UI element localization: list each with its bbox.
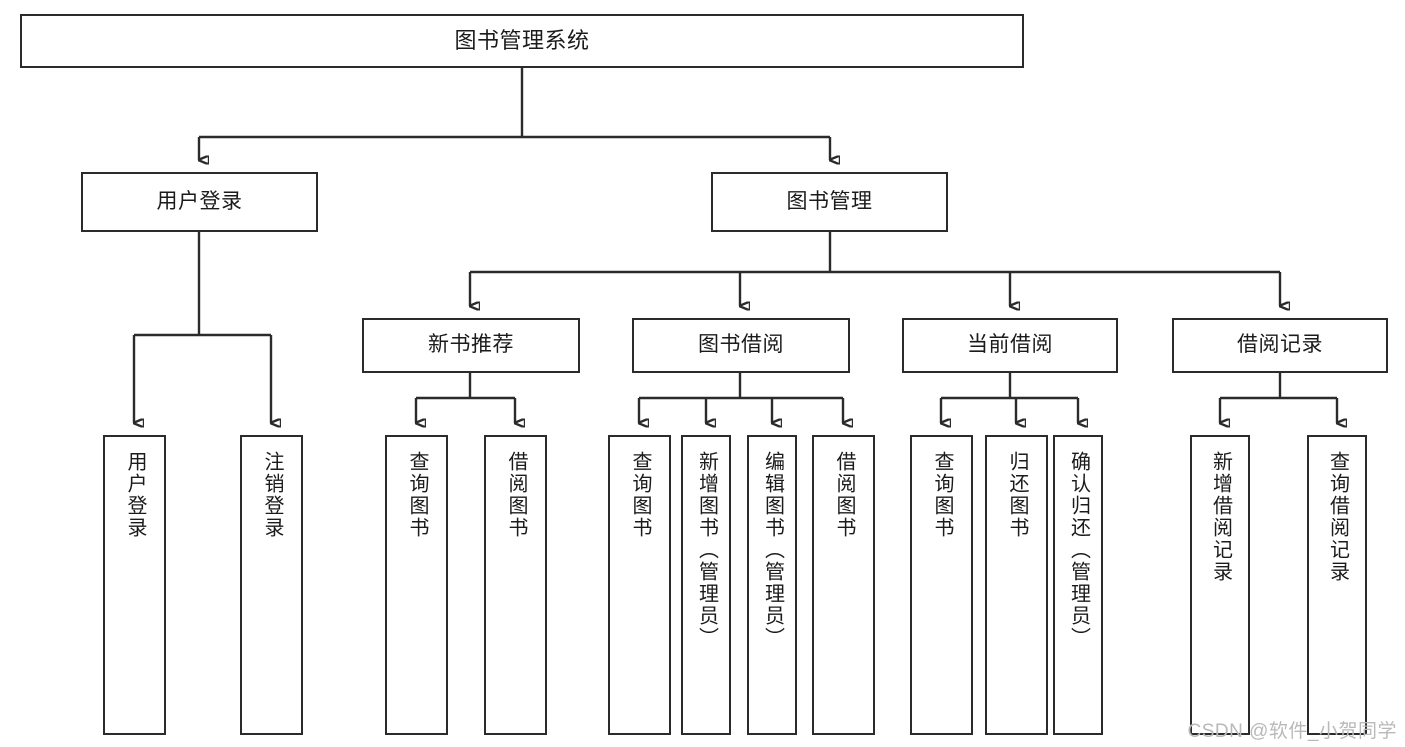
node-label: 编辑图书（管理员） xyxy=(761,451,784,649)
node-borrow-record[interactable]: 借阅记录 xyxy=(1172,318,1388,373)
node-label: 借阅图书 xyxy=(833,451,855,539)
node-label: 查询图书 xyxy=(931,451,953,539)
node-label: 图书管理 xyxy=(786,189,873,213)
leaf-query-book-rec[interactable]: 查询图书 xyxy=(385,435,448,735)
node-label: 归还图书 xyxy=(1006,451,1028,539)
leaf-borrow-book-rec[interactable]: 借阅图书 xyxy=(484,435,547,735)
node-label: 查询图书 xyxy=(629,451,651,539)
watermark: CSDN @软件_小贺同学 xyxy=(1187,721,1397,742)
node-label: 查询图书 xyxy=(406,451,428,539)
leaf-borrow-book[interactable]: 借阅图书 xyxy=(812,435,875,735)
node-label: 图书借阅 xyxy=(698,333,784,357)
leaf-confirm-return[interactable]: 确认归还（管理员） xyxy=(1053,435,1103,735)
node-label: 新书推荐 xyxy=(428,333,514,357)
node-book-borrow[interactable]: 图书借阅 xyxy=(632,318,850,373)
node-new-book-rec[interactable]: 新书推荐 xyxy=(362,318,580,373)
leaf-user-login[interactable]: 用户登录 xyxy=(103,435,166,735)
node-label: 借阅记录 xyxy=(1237,333,1323,357)
node-book-manage[interactable]: 图书管理 xyxy=(711,172,948,232)
node-label: 新增借阅记录 xyxy=(1209,451,1232,583)
node-label: 查询借阅记录 xyxy=(1326,451,1349,583)
leaf-add-book[interactable]: 新增图书（管理员） xyxy=(681,435,731,735)
node-label: 用户登录 xyxy=(156,189,243,213)
leaf-query-record[interactable]: 查询借阅记录 xyxy=(1307,435,1367,735)
leaf-edit-book[interactable]: 编辑图书（管理员） xyxy=(747,435,797,735)
node-label: 图书管理系统 xyxy=(454,28,590,54)
node-current-borrow[interactable]: 当前借阅 xyxy=(902,318,1118,373)
leaf-query-book-current[interactable]: 查询图书 xyxy=(910,435,973,735)
node-label: 注销登录 xyxy=(261,451,283,539)
node-label: 新增图书（管理员） xyxy=(695,451,718,649)
node-label: 借阅图书 xyxy=(505,451,527,539)
leaf-query-book[interactable]: 查询图书 xyxy=(608,435,671,735)
node-label: 当前借阅 xyxy=(967,333,1053,357)
node-user-login[interactable]: 用户登录 xyxy=(81,172,318,232)
leaf-user-logout[interactable]: 注销登录 xyxy=(240,435,303,735)
node-root[interactable]: 图书管理系统 xyxy=(20,14,1024,68)
node-label: 用户登录 xyxy=(124,451,146,539)
leaf-return-book[interactable]: 归还图书 xyxy=(985,435,1048,735)
leaf-add-record[interactable]: 新增借阅记录 xyxy=(1190,435,1250,735)
node-label: 确认归还（管理员） xyxy=(1067,451,1090,649)
